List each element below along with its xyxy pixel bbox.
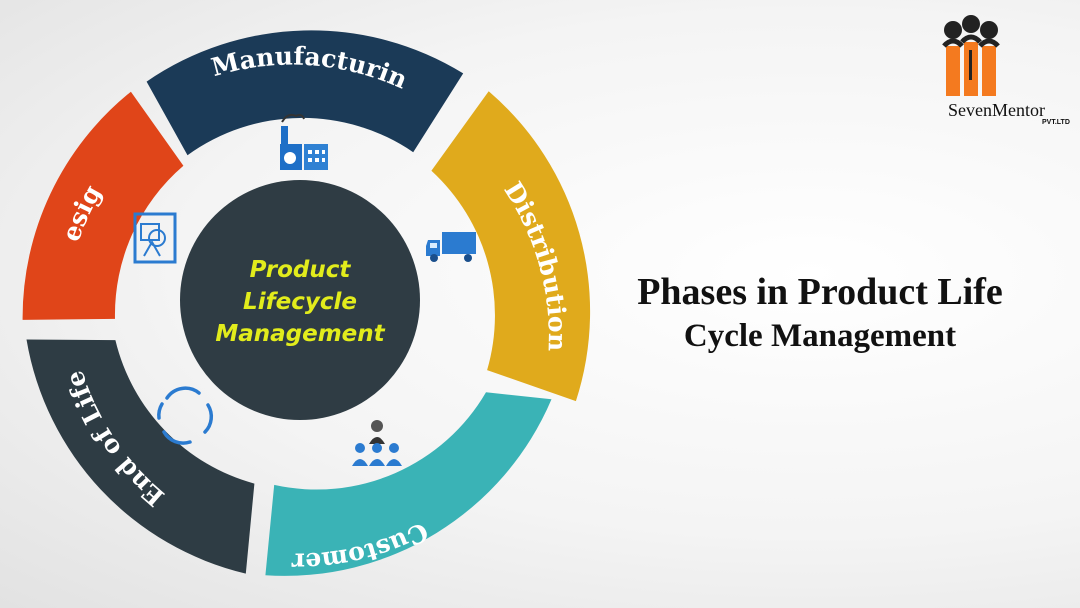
segment-end-of-life: [26, 339, 255, 574]
center-line-3: Management: [215, 321, 385, 347]
segment-manufacturing: [146, 30, 464, 156]
people-icon: [352, 420, 402, 466]
truck-icon: [426, 232, 476, 262]
design-icon: [133, 212, 177, 264]
plm-cycle-diagram: Manufacturing Distribution Customer End …: [22, 30, 591, 576]
segment-customer: [265, 392, 552, 576]
sevenmentor-logo: SevenMentor PVT.LTD: [934, 12, 1074, 130]
logo-suffix: PVT.LTD: [1042, 119, 1070, 126]
heading-line-2: Cycle Management: [683, 318, 957, 354]
center-line-2: Lifecycle: [243, 289, 357, 315]
logo-mark-icon: [942, 15, 1000, 96]
heading-line-1: Phases in Product Life: [637, 271, 1003, 313]
segment-distribution: [431, 91, 591, 402]
segment-design: [22, 91, 184, 320]
center-line-1: Product: [250, 257, 352, 283]
factory-icon: [280, 113, 328, 170]
center-circle: [180, 180, 420, 420]
logo-name: SevenMentor: [948, 100, 1045, 120]
cycle-icon: [157, 386, 214, 445]
